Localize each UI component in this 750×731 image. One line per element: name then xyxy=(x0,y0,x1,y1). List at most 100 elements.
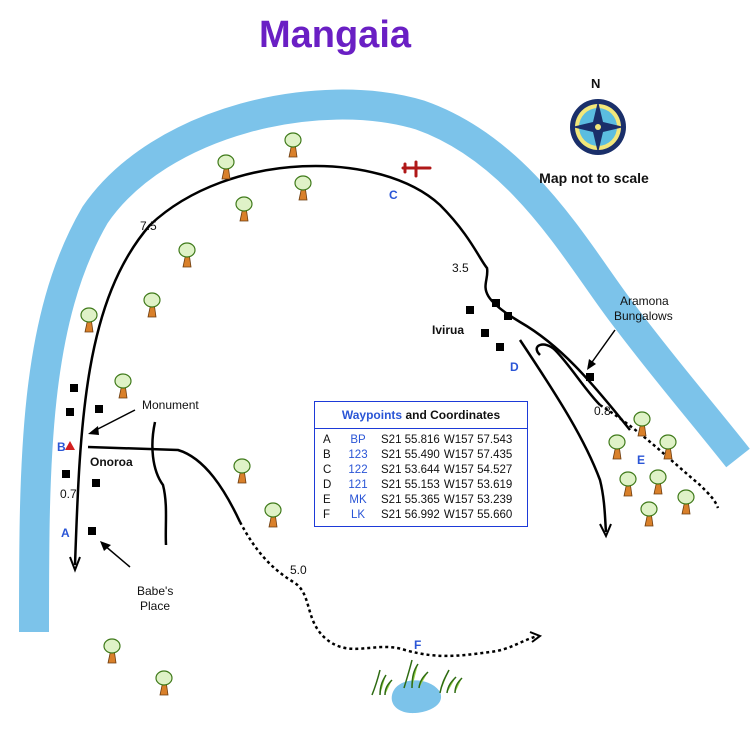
babes-place-pointer-line xyxy=(103,544,131,568)
waypoint-longitude: W157 53.619 xyxy=(443,479,513,491)
waypoint-letter: D xyxy=(323,479,332,491)
tree-icon xyxy=(264,502,282,528)
distance-label: 5.0 xyxy=(290,563,307,577)
track-to-lake xyxy=(238,521,539,658)
tree-icon xyxy=(235,196,253,222)
distance-label: 3.5 xyxy=(452,261,469,275)
tree-icon xyxy=(80,307,98,333)
waypoint-code: 122 xyxy=(348,464,368,476)
ocean-coastline-band xyxy=(19,89,750,633)
onoroa-road xyxy=(87,445,242,523)
waypoint-latitude: S21 55.365 xyxy=(381,494,440,506)
waypoint-longitude: W157 54.527 xyxy=(443,464,513,476)
waypoint-code: 123 xyxy=(348,449,368,461)
monument-pointer-line xyxy=(91,409,136,433)
map-title: Mangaia xyxy=(258,14,412,56)
buildings xyxy=(62,299,594,535)
airplane-icon xyxy=(401,160,432,178)
building xyxy=(481,329,489,337)
babes-place-pointer-arrowhead xyxy=(100,541,111,551)
waypoint-b-label: B xyxy=(57,440,66,454)
building xyxy=(92,479,100,487)
monument-pointer-arrowhead xyxy=(88,426,99,435)
compass-rose-icon xyxy=(570,99,626,155)
building xyxy=(70,384,78,392)
waypoint-d-label: D xyxy=(510,360,519,374)
waypoint-letter: F xyxy=(323,509,331,521)
tree-icon xyxy=(143,292,161,318)
waypoint-letter: A xyxy=(323,434,331,446)
waypoint-letter: C xyxy=(323,464,332,476)
building xyxy=(95,405,103,413)
aramona-pointer-line xyxy=(589,329,616,366)
waypoint-longitude: W157 57.435 xyxy=(443,449,513,461)
aramona-label-line2: Bungalows xyxy=(614,309,673,323)
ivirua-road-arrow xyxy=(599,523,612,539)
waypoint-table-heading: Waypoints and Coordinates xyxy=(315,402,527,429)
waypoint-c-label: C xyxy=(389,188,398,202)
babes-place-label-line2: Place xyxy=(140,599,171,613)
waypoint-f-label: F xyxy=(414,638,422,652)
ivirua-road xyxy=(518,339,608,533)
waypoint-heading-rest: and Coordinates xyxy=(402,408,501,422)
building xyxy=(492,299,500,307)
distance-label: 7.5 xyxy=(140,219,157,233)
waypoint-heading-keyword: Waypoints xyxy=(341,408,403,422)
building xyxy=(496,343,504,351)
waypoint-a-label: A xyxy=(61,526,70,540)
waypoint-code: 121 xyxy=(348,479,368,491)
waypoint-e-label: E xyxy=(637,453,646,467)
onoroa-label: Onoroa xyxy=(90,455,133,469)
compass-north-label: N xyxy=(591,76,601,91)
waypoint-letter: E xyxy=(323,494,331,506)
lake xyxy=(391,680,442,714)
waypoint-latitude: S21 55.153 xyxy=(381,479,440,491)
waypoint-latitude: S21 56.992 xyxy=(381,509,440,521)
waypoint-letter: B xyxy=(323,449,331,461)
building xyxy=(88,527,96,535)
aramona-label-line1: Aramona xyxy=(620,294,669,308)
waypoint-latitude: S21 53.644 xyxy=(381,464,440,476)
tree-icon xyxy=(649,469,667,495)
tree-icon xyxy=(217,154,235,180)
waypoint-code: LK xyxy=(350,509,366,521)
waypoint-latitude: S21 55.490 xyxy=(381,449,440,461)
tree-icon xyxy=(294,175,312,201)
monument-label: Monument xyxy=(142,398,199,412)
tree-icon xyxy=(640,501,658,527)
waypoint-code: MK xyxy=(349,494,367,506)
tree-icon xyxy=(284,132,302,158)
building xyxy=(66,408,74,416)
waypoint-code: BP xyxy=(350,434,366,446)
reeds-icon xyxy=(371,659,463,696)
monument-marker-icon xyxy=(65,441,75,450)
tree-icon xyxy=(633,411,651,437)
tree-icon xyxy=(608,434,626,460)
tree-icon xyxy=(659,434,677,460)
aramona-pointer-arrowhead xyxy=(587,359,596,370)
tree-icon xyxy=(103,638,121,664)
tree-icon xyxy=(619,471,637,497)
aramona-loop-road xyxy=(535,343,601,406)
coast-road xyxy=(73,164,631,566)
building xyxy=(466,306,474,314)
tree-icon xyxy=(114,373,132,399)
track-arrow-east xyxy=(529,631,543,643)
ivirua-label: Ivirua xyxy=(432,323,465,337)
tree-icon xyxy=(677,489,695,515)
tree-icon xyxy=(233,458,251,484)
waypoint-latitude: S21 55.816 xyxy=(381,434,440,446)
trees xyxy=(80,132,695,696)
tree-icon xyxy=(178,242,196,268)
building xyxy=(504,312,512,320)
distance-label: 0.7 xyxy=(60,487,77,501)
distance-label: 0.8 xyxy=(594,404,611,418)
